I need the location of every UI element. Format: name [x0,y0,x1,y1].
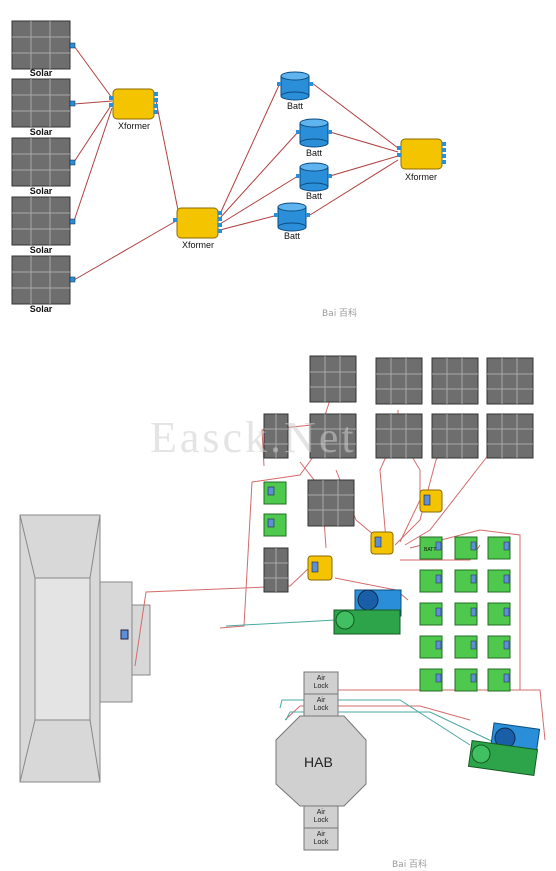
easck-watermark: Easck.Net [150,413,357,462]
xformer-label-1: Xformer [117,121,150,131]
batt-label-3: Batt [305,191,322,201]
green-units-left [263,481,287,537]
batt-label-4: Batt [283,231,300,241]
transformer-1 [109,88,158,120]
power-topology-diagram [11,20,446,305]
battery-2 [296,118,332,148]
solar-panel-2 [11,78,76,128]
solar-label-3: Solar [29,186,53,196]
solar-label-5: Solar [29,304,53,314]
fuel-cell-unit-2 [467,722,541,777]
solar-label-4: Solar [29,245,53,255]
solar-array-top [263,355,534,593]
lander-structure [19,514,151,783]
solar-panel-4 [11,196,76,246]
baidu-watermark-top: Bai 百科 [322,309,358,319]
xformer-label-2: Xformer [181,240,214,250]
hab-module [275,671,367,851]
battery-grid [419,536,511,692]
teal-wires [225,619,501,746]
battery-1 [277,71,313,101]
battery-3 [296,162,332,192]
wires [73,45,399,281]
batt-label-2: Batt [305,148,322,158]
fuel-cell-unit-1 [333,589,402,635]
xformer-label-3: Xformer [404,172,437,182]
hab-label: HAB [304,754,333,770]
solar-panel-3 [11,137,76,187]
batt-label-1: Batt [286,101,303,111]
solar-panel-1 [11,20,76,70]
batt-small-label: BATT [424,547,437,553]
battery-4 [274,202,310,232]
baidu-watermark-bottom: Bai 百科 [392,860,428,870]
solar-label-1: Solar [29,68,53,78]
transformer-3 [397,138,446,170]
solar-panel-5 [11,255,76,305]
solar-label-2: Solar [29,127,53,137]
transformer-2 [173,207,222,239]
